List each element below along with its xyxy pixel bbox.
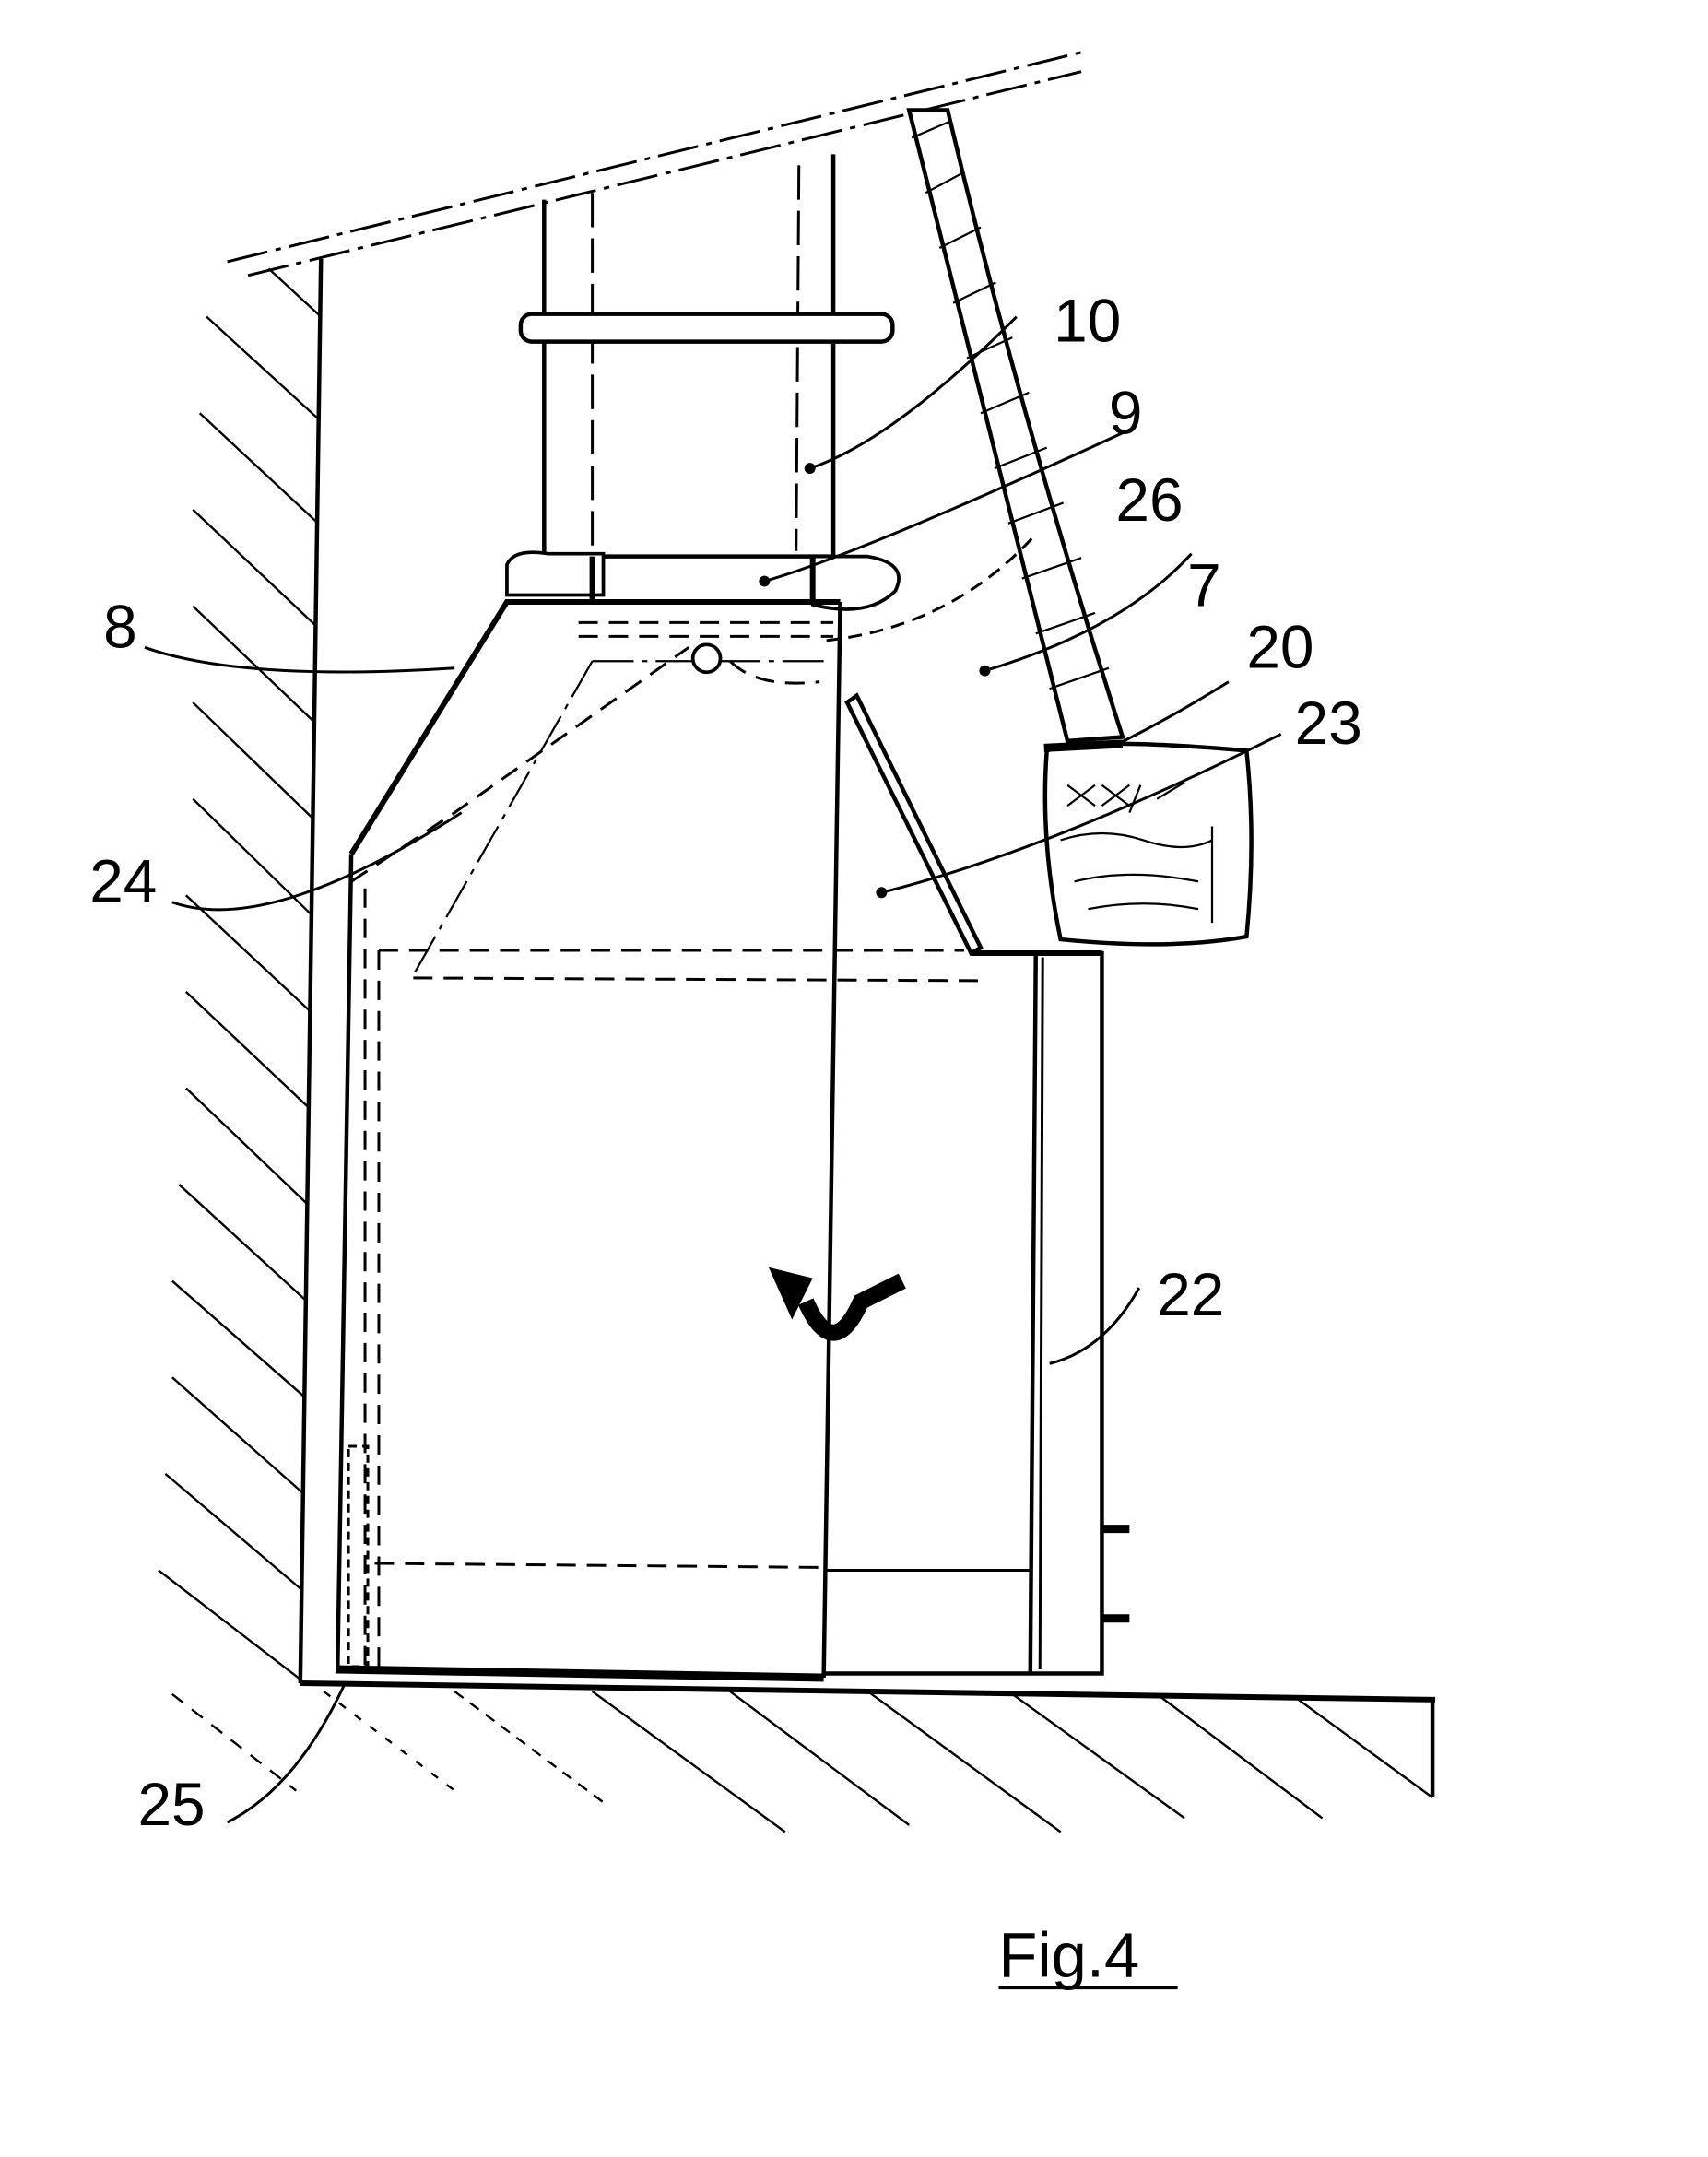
bottom-seal-right: [810, 554, 901, 611]
leader-lines: [144, 315, 1282, 1824]
bottom-seal-left: [505, 550, 606, 597]
label-9: 9: [1109, 379, 1143, 447]
pipe-collar-seal: [518, 312, 895, 344]
label-23: 23: [1295, 689, 1362, 757]
label-26: 26: [1115, 466, 1183, 534]
label-20: 20: [1246, 613, 1313, 681]
left-wall: [158, 258, 324, 1792]
ceiling-line: [227, 51, 1082, 277]
figure-caption: Fig.4: [998, 1919, 1139, 1990]
label-22: 22: [1157, 1260, 1224, 1328]
seal-cushion: [1042, 739, 1254, 947]
floor: [300, 1680, 1436, 1833]
insulation-strip: [347, 1444, 370, 1668]
label-8: 8: [103, 592, 137, 660]
label-7: 7: [1187, 550, 1221, 619]
label-24: 24: [89, 847, 157, 915]
stove-body: [335, 599, 1130, 1682]
label-25: 25: [137, 1770, 205, 1838]
hatched-panel: [906, 108, 1125, 744]
airflow-arrow: [768, 1267, 906, 1341]
label-10: 10: [1054, 287, 1121, 355]
arrow-head: [768, 1267, 813, 1320]
pivot-circle: [690, 642, 723, 675]
flue-pipe: [505, 154, 901, 611]
